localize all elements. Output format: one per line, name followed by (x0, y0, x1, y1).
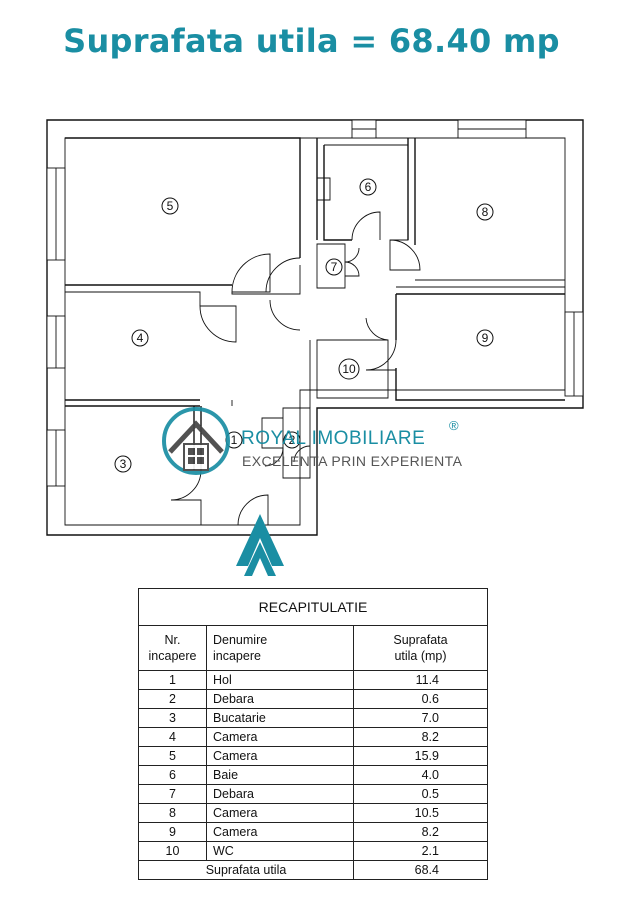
row-nr: 2 (138, 689, 207, 709)
svg-text:6: 6 (365, 180, 372, 194)
row-name: Debara (206, 689, 354, 709)
row-area: 10.5 (353, 803, 488, 823)
room-label-10: 10 (338, 358, 360, 380)
watermark-logo (162, 407, 230, 475)
row-nr: 10 (138, 841, 207, 861)
row-area: 2.1 (353, 841, 488, 861)
windows (46, 119, 584, 487)
room-label-2: 2 (283, 431, 301, 449)
watermark-registered-mark: ® (449, 418, 459, 433)
row-nr: 6 (138, 765, 207, 785)
svg-text:3: 3 (120, 457, 127, 471)
row-name: Hol (206, 670, 354, 690)
svg-text:4: 4 (137, 331, 144, 345)
page-title: Suprafata utila = 68.40 mp (63, 22, 560, 60)
entrance-arrow-icon (236, 514, 284, 576)
row-name: Bucatarie (206, 708, 354, 728)
row-nr: 5 (138, 746, 207, 766)
row-nr: 1 (138, 670, 207, 690)
outer-walls (46, 119, 584, 536)
total-value: 68.4 (353, 860, 488, 880)
row-name: Baie (206, 765, 354, 785)
row-name: Debara (206, 784, 354, 804)
row-nr: 8 (138, 803, 207, 823)
row-area: 11.4 (353, 670, 488, 690)
header-nr: Nr. incapere (138, 625, 207, 671)
interior-walls (65, 137, 565, 525)
header-area: Suprafata utila (mp) (353, 625, 488, 671)
svg-text:8: 8 (482, 205, 489, 219)
svg-text:7: 7 (331, 260, 338, 274)
row-name: Camera (206, 727, 354, 747)
row-area: 0.5 (353, 784, 488, 804)
recap-table-header: Nr. incapere Denumire incapere Suprafata… (138, 625, 488, 671)
row-name: WC (206, 841, 354, 861)
svg-text:10: 10 (342, 362, 356, 376)
row-nr: 3 (138, 708, 207, 728)
row-area: 8.2 (353, 727, 488, 747)
room-label-5: 5 (161, 197, 179, 215)
svg-text:2: 2 (289, 433, 296, 447)
floor-plan: 5 6 8 7 4 9 10 1 2 3 (46, 119, 584, 576)
recap-table: RECAPITULATIE Nr. incapere Denumire inca… (138, 588, 488, 880)
svg-text:9: 9 (482, 331, 489, 345)
row-area: 8.2 (353, 822, 488, 842)
row-nr: 9 (138, 822, 207, 842)
row-name: Camera (206, 746, 354, 766)
room-label-8: 8 (476, 203, 494, 221)
row-area: 15.9 (353, 746, 488, 766)
row-name: Camera (206, 803, 354, 823)
row-area: 4.0 (353, 765, 488, 785)
room-label-4: 4 (131, 329, 149, 347)
recap-table-title: RECAPITULATIE (138, 588, 488, 626)
total-label: Suprafata utila (138, 860, 354, 880)
total-row: Suprafata utila 68.4 (138, 860, 488, 880)
row-nr: 4 (138, 727, 207, 747)
door-swings (170, 211, 421, 526)
row-area: 7.0 (353, 708, 488, 728)
svg-text:1: 1 (231, 433, 238, 447)
svg-text:5: 5 (167, 199, 174, 213)
room-label-7: 7 (325, 258, 343, 276)
room-label-6: 6 (359, 178, 377, 196)
row-name: Camera (206, 822, 354, 842)
room-label-9: 9 (476, 329, 494, 347)
watermark-brand: ROYAL IMOBILIARE (241, 428, 425, 449)
row-nr: 7 (138, 784, 207, 804)
row-area: 0.6 (353, 689, 488, 709)
watermark-slogan: EXCELENTA PRIN EXPERIENTA (242, 453, 463, 469)
header-name: Denumire incapere (206, 625, 354, 671)
room-label-3: 3 (114, 455, 132, 473)
